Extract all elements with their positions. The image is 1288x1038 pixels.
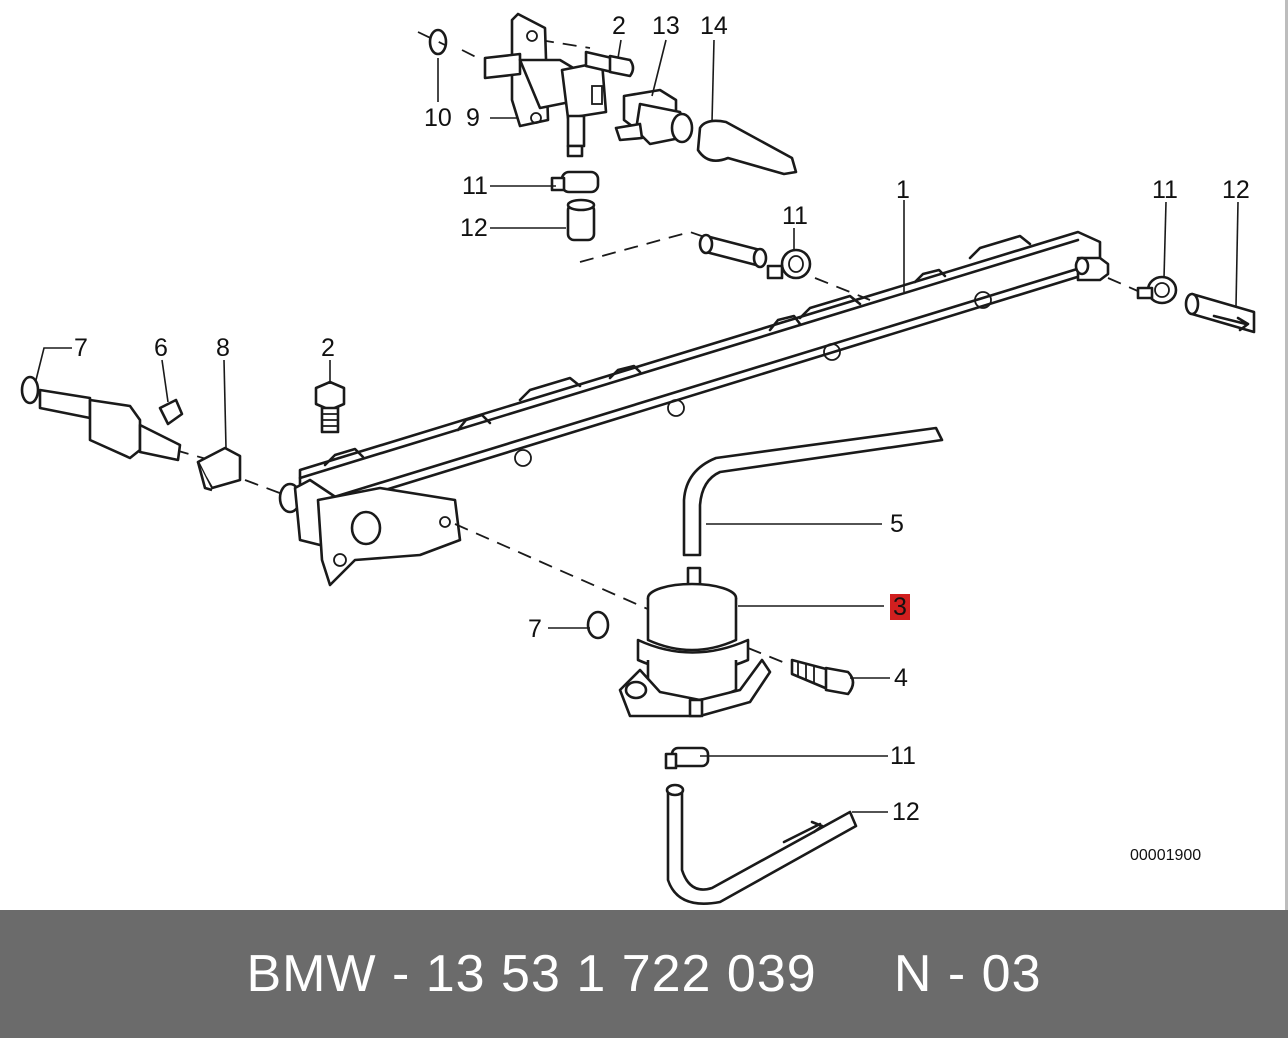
callout-4: 4 [894,664,908,692]
hose-clamp-middle[interactable] [766,248,812,280]
assembly-line-top [417,31,591,61]
callout-8: 8 [216,334,230,362]
fuel-hose-top[interactable] [566,198,596,242]
fuel-injector[interactable] [38,388,184,462]
callout-1: 1 [896,176,910,204]
callout-3: 3 [893,593,907,621]
hose-clamp-top[interactable] [550,170,600,194]
callout-11-right: 11 [1152,176,1178,204]
mounting-bolt[interactable] [790,658,855,696]
hose-clamp-lower[interactable] [664,746,710,770]
valve-seal-ring[interactable] [428,28,448,56]
callout-11-low: 11 [890,742,916,770]
bolt-rail[interactable] [314,380,346,434]
callout-10: 10 [424,104,452,132]
callout-7-low: 7 [528,615,542,643]
part-number-label: BMW - 13 53 1 722 039 N - 03 [246,945,1042,1003]
footer-bar: BMW - 13 53 1 722 039 N - 03 [0,910,1288,1038]
callout-11-mid: 11 [782,202,808,230]
assembly-line-rail-regulator [454,523,651,611]
right-edge-border [1285,0,1288,910]
callout-14: 14 [700,12,728,40]
fuel-hose-right[interactable] [1184,292,1256,334]
callout-6: 6 [154,334,168,362]
fuel-hose-middle[interactable] [698,233,768,269]
cold-start-valve[interactable] [483,12,608,158]
sealing-ring-lower[interactable] [586,610,610,640]
thermo-time-switch[interactable] [614,88,694,146]
hose-clamp-right[interactable] [1136,275,1178,305]
assembly-line-bolt [747,647,791,666]
callout-3-highlight [890,594,910,620]
leader-lines [35,39,1239,813]
injector-seal-ring[interactable] [20,375,40,405]
injector-retaining-clip[interactable] [196,446,242,492]
callout-2-mid: 2 [321,334,335,362]
callout-5: 5 [890,510,904,538]
parts-diagram: 1 2 13 14 10 9 11 12 11 11 12 7 6 8 2 5 … [20,12,1256,905]
drawing-code: 00001900 [1130,847,1201,864]
connector-boot[interactable] [696,119,798,176]
fuel-hose-lower[interactable] [665,783,858,905]
callout-11-top: 11 [462,172,488,200]
callout-2-top: 2 [612,12,626,40]
fuel-pressure-regulator[interactable] [618,566,772,718]
callout-7-left: 7 [74,334,88,362]
callout-13: 13 [652,12,680,40]
callout-12-top: 12 [460,214,488,242]
callout-12-right: 12 [1222,176,1250,204]
fuel-rail-assembly[interactable] [278,230,1110,587]
callout-12-low: 12 [892,798,920,826]
bolt-valve[interactable] [584,50,635,78]
assembly-line-right [1107,277,1141,293]
callout-9: 9 [466,104,480,132]
fuel-hose-upper[interactable] [682,426,944,557]
